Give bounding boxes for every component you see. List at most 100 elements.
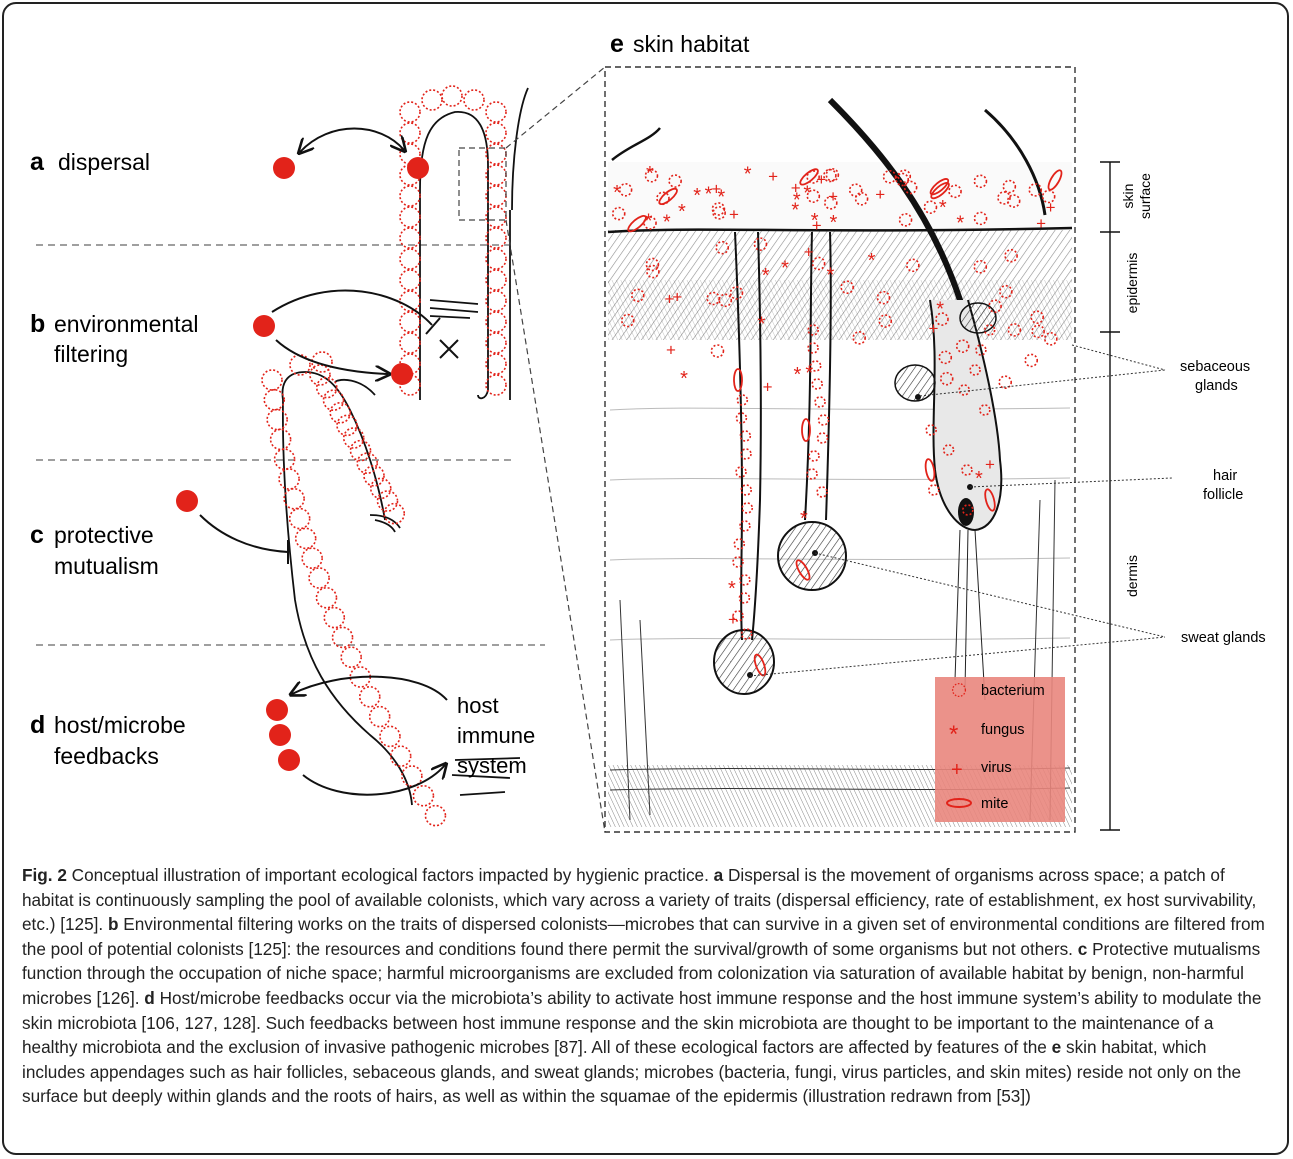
bacterium-mark bbox=[290, 509, 310, 529]
caption-letter-c: c bbox=[1078, 939, 1088, 959]
virus-mark: + bbox=[929, 319, 939, 338]
fungus-mark: * bbox=[680, 368, 688, 390]
caption-letter-d: d bbox=[144, 988, 155, 1008]
virus-mark: + bbox=[804, 242, 814, 261]
panel-b-title-1: environmental bbox=[54, 311, 198, 337]
bacterium-mark bbox=[400, 207, 420, 227]
virus-mark: + bbox=[985, 455, 995, 474]
virus-mark: + bbox=[812, 216, 822, 235]
fungus-mark: * bbox=[781, 258, 789, 280]
bacterium-mark bbox=[400, 186, 420, 206]
pathogen-dot-d2 bbox=[269, 724, 291, 746]
virus-mark: + bbox=[828, 187, 838, 206]
bacterium-mark bbox=[262, 370, 282, 390]
fungus-mark: * bbox=[827, 264, 835, 286]
fungus-icon: * bbox=[949, 721, 958, 748]
bacterium-mark bbox=[422, 90, 442, 110]
bacterium-mark bbox=[279, 469, 299, 489]
fungus-mark: * bbox=[646, 163, 654, 185]
sweat-gland-right bbox=[778, 522, 846, 590]
virus-mark: + bbox=[666, 340, 676, 359]
virus-mark: + bbox=[729, 205, 739, 224]
bacterium-mark bbox=[400, 123, 420, 143]
panel-d-title-1: host/microbe bbox=[54, 712, 186, 738]
dispersal-arrow bbox=[300, 129, 404, 153]
bacterium-mark bbox=[737, 395, 747, 405]
fungus-mark: * bbox=[868, 250, 876, 272]
bacterium-mark bbox=[360, 687, 380, 707]
virus-mark: + bbox=[711, 179, 721, 198]
panel-letter-b: b bbox=[30, 310, 45, 338]
fungus-mark: * bbox=[693, 185, 701, 207]
fungus-mark: * bbox=[939, 197, 947, 219]
bacterium-mark bbox=[380, 726, 400, 746]
virus-icon: + bbox=[951, 759, 963, 781]
layer-skin-surface-2: surface bbox=[1137, 173, 1153, 219]
immune-arrow-in bbox=[303, 765, 445, 795]
fungus-mark: * bbox=[803, 183, 811, 205]
layer-labels: skin surface epidermis dermis bbox=[1120, 173, 1153, 597]
panel-d-title-2: feedbacks bbox=[54, 743, 159, 769]
filter-block-x bbox=[440, 340, 458, 358]
bacterium-mark bbox=[267, 410, 287, 430]
panel-b-title-2: filtering bbox=[54, 341, 128, 367]
legend-virus: virus bbox=[981, 760, 1012, 776]
bacterium-mark bbox=[370, 707, 390, 727]
caption-letter-b: b bbox=[108, 914, 119, 934]
panel-e-label: e skin habitat bbox=[610, 30, 750, 58]
label-sebaceous-2: glands bbox=[1195, 378, 1238, 394]
legend-mite: mite bbox=[981, 796, 1008, 812]
bacterium-mark bbox=[807, 469, 817, 479]
virus-mark: + bbox=[672, 288, 682, 307]
microbe-legend: bacterium * fungus + virus mite bbox=[935, 677, 1065, 822]
host-immune-line-2: immune bbox=[457, 723, 535, 748]
caption-intro: Conceptual illustration of important eco… bbox=[72, 865, 709, 885]
bacterium-mark bbox=[486, 333, 506, 353]
figure-illustration: a dispersal b environmental filtering c … bbox=[0, 0, 1293, 860]
bacterium-mark bbox=[815, 397, 825, 407]
bacterium-mark bbox=[442, 86, 462, 106]
fungus-mark: * bbox=[663, 211, 671, 233]
bacterium-mark bbox=[486, 102, 506, 122]
virus-mark: + bbox=[1046, 198, 1056, 217]
bacterium-mark bbox=[341, 647, 361, 667]
filter-arrow-pass bbox=[276, 340, 388, 374]
fungus-mark: * bbox=[728, 578, 736, 600]
virus-mark: + bbox=[728, 610, 738, 629]
mutualism-arrow bbox=[200, 515, 288, 552]
bacterium-mark bbox=[400, 270, 420, 290]
bacterium-mark bbox=[464, 90, 484, 110]
hair-left bbox=[612, 128, 660, 160]
bacterium-mark bbox=[486, 354, 506, 374]
panel-a-title: dispersal bbox=[58, 149, 150, 175]
bacterium-mark bbox=[1025, 354, 1037, 366]
bacterium-mark bbox=[711, 345, 723, 357]
fungus-mark: * bbox=[793, 189, 801, 211]
fungus-mark: * bbox=[678, 201, 686, 223]
pathogen-dot-b2 bbox=[391, 363, 413, 385]
bacterium-mark bbox=[817, 433, 827, 443]
panel-letter-e: e bbox=[610, 30, 624, 58]
bacterium-mark bbox=[486, 123, 506, 143]
bacterium-mark bbox=[486, 270, 506, 290]
bacterium-mark bbox=[400, 333, 420, 353]
legend-fungus: fungus bbox=[981, 722, 1025, 738]
bacterium-mark bbox=[271, 429, 291, 449]
fungus-mark: * bbox=[805, 362, 813, 384]
panel-c-title-1: protective bbox=[54, 522, 154, 548]
bacterium-mark bbox=[486, 207, 506, 227]
bacterium-mark bbox=[486, 186, 506, 206]
bacterium-mark bbox=[317, 378, 337, 398]
fungus-mark: * bbox=[758, 313, 766, 335]
sebaceous-gland-shape bbox=[895, 365, 935, 401]
bacterium-mark bbox=[425, 806, 445, 826]
bacterium-mark bbox=[316, 588, 336, 608]
pathogen-dot-d1 bbox=[266, 699, 288, 721]
bacterium-mark bbox=[486, 249, 506, 269]
bacterium-mark bbox=[413, 786, 433, 806]
caption-letter-e: e bbox=[1052, 1037, 1062, 1057]
fungus-mark: * bbox=[744, 164, 752, 186]
pathogen-dot-d3 bbox=[278, 749, 300, 771]
label-sweat-glands: sweat glands bbox=[1181, 630, 1266, 646]
layer-skin-surface-1: skin bbox=[1120, 184, 1136, 209]
